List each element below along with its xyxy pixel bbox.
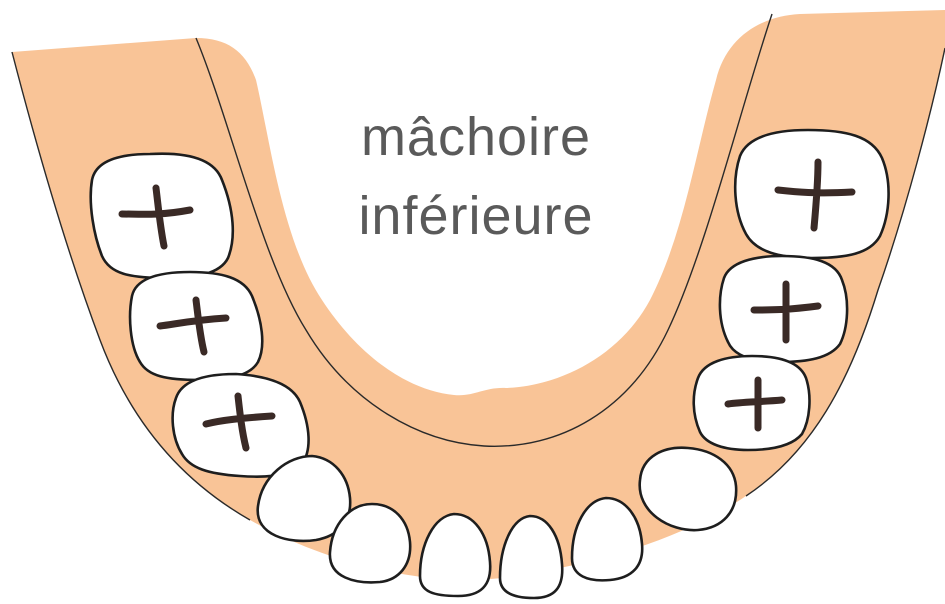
jaw-label: mâchoire inférieure	[358, 107, 593, 246]
label-line-1: mâchoire	[361, 107, 591, 167]
label-line-2: inférieure	[358, 186, 593, 246]
